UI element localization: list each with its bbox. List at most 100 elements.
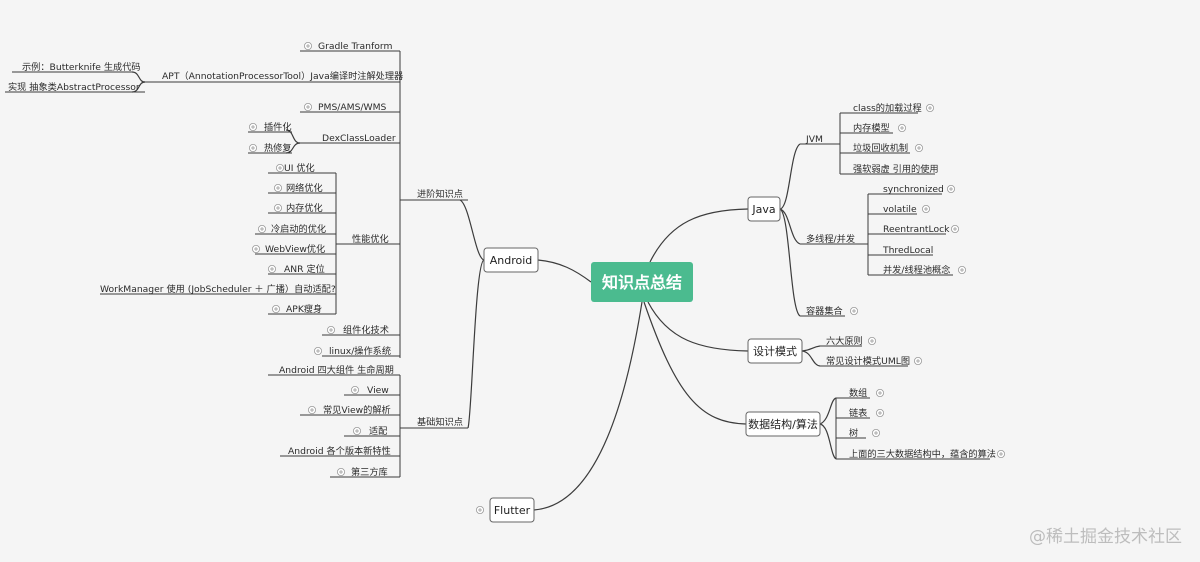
jvm-item[interactable]: 强软弱虚 引用的使用 (853, 163, 939, 175)
expand-icon[interactable] (352, 426, 361, 435)
gradle-transform[interactable]: Gradle Tranform (318, 41, 392, 52)
ds-item[interactable]: 树 (849, 427, 858, 439)
expand-icon[interactable] (251, 244, 260, 253)
expand-icon[interactable] (898, 124, 907, 133)
apt-example[interactable]: 示例：Butterknife 生成代码 (22, 61, 141, 73)
expand-icon[interactable] (958, 265, 967, 274)
ds-item[interactable]: 上面的三大数据结构中，蕴含的算法 (849, 448, 996, 460)
performance-label[interactable]: 性能优化 (352, 233, 389, 245)
concurrency-item[interactable]: 并发/线程池概念 (883, 264, 950, 276)
jvm-label[interactable]: JVM (805, 134, 823, 145)
expand-icon[interactable] (257, 224, 266, 233)
basic-item[interactable]: 第三方库 (351, 466, 388, 478)
dex-child[interactable]: 插件化 (264, 121, 292, 133)
curve-java (649, 208, 749, 263)
expand-icon[interactable] (475, 505, 484, 514)
performance-item[interactable]: ANR 定位 (284, 263, 325, 275)
expand-icon[interactable] (350, 385, 359, 394)
expand-icon[interactable] (915, 143, 924, 152)
curve-design (647, 301, 749, 352)
componentization[interactable]: 组件化技术 (343, 324, 389, 336)
expand-icon[interactable] (868, 336, 877, 345)
concurrency-item[interactable]: synchronized (883, 184, 944, 195)
expand-icon[interactable] (303, 103, 312, 112)
expand-icon[interactable] (273, 203, 282, 212)
curve-collections (779, 208, 801, 317)
expand-icon[interactable] (876, 408, 885, 417)
collections-label[interactable]: 容器集合 (806, 305, 843, 317)
performance-item[interactable]: 冷启动的优化 (271, 223, 326, 235)
jvm-item[interactable]: 垃圾回收机制 (853, 142, 908, 154)
curve-flutter (533, 301, 643, 511)
concurrency-label[interactable]: 多线程/并发 (806, 233, 855, 245)
dex-child[interactable]: 热修复 (264, 142, 292, 154)
android-node[interactable]: Android (483, 247, 539, 273)
apt-impl[interactable]: 实现 抽象类AbstractProcessor (8, 81, 140, 93)
concurrency-item[interactable]: volatile (883, 204, 917, 215)
ds-node[interactable]: 数据结构/算法 (745, 411, 821, 437)
java-node[interactable]: Java (747, 196, 781, 222)
concurrency-item[interactable]: ReentrantLock (883, 224, 950, 235)
performance-item[interactable]: WorkManager 使用 (JobScheduler ＋ 广播）自动适配? (100, 283, 336, 295)
basic-item[interactable]: Android 四大组件 生命周期 (279, 364, 394, 376)
performance-item[interactable]: 内存优化 (286, 202, 323, 214)
curve-jvm (779, 143, 801, 210)
expand-icon[interactable] (267, 264, 276, 273)
watermark: @稀土掘金技术社区 (1029, 527, 1182, 547)
flutter-node-label: Flutter (494, 504, 531, 517)
curve-design-child (801, 350, 821, 367)
concurrency-item[interactable]: ThredLocal (882, 245, 933, 256)
design-item[interactable]: 六大原则 (826, 335, 863, 347)
expand-icon[interactable] (876, 388, 885, 397)
curve-design-child (801, 345, 821, 352)
design-node[interactable]: 设计模式 (747, 338, 803, 364)
expand-icon[interactable] (303, 42, 312, 51)
expand-icon[interactable] (922, 204, 931, 213)
jvm-item[interactable]: class的加载过程 (853, 102, 922, 114)
expand-icon[interactable] (313, 346, 322, 355)
expand-icon[interactable] (307, 405, 316, 414)
expand-icon[interactable] (336, 467, 345, 476)
design-item[interactable]: 常见设计模式UML图 (826, 355, 910, 367)
expand-icon[interactable] (872, 428, 881, 437)
expand-icon[interactable] (248, 123, 257, 132)
expand-icon[interactable] (248, 143, 257, 152)
java-node-label: Java (751, 203, 775, 216)
ds-item[interactable]: 链表 (849, 407, 867, 419)
dexclassloader[interactable]: DexClassLoader (322, 133, 396, 144)
performance-item[interactable]: APK瘦身 (286, 303, 322, 315)
basic-item[interactable]: 常见View的解析 (323, 404, 391, 416)
jvm-item[interactable]: 内存模型 (853, 122, 890, 134)
expand-icon[interactable] (951, 224, 960, 233)
curve-android (537, 259, 592, 283)
curve-concurrency (779, 208, 801, 245)
expand-icon[interactable] (997, 449, 1006, 458)
basic-item[interactable]: Android 各个版本新特性 (288, 445, 391, 457)
performance-item[interactable]: 网络优化 (286, 182, 323, 194)
apt-connector (131, 71, 146, 83)
expand-icon[interactable] (273, 183, 282, 192)
curve-ds-child (819, 423, 837, 460)
curve-advanced (459, 199, 485, 261)
central-topic[interactable]: 知识点总结 (591, 262, 693, 302)
expand-icon[interactable] (326, 325, 335, 334)
basic-item[interactable]: 适配 (369, 426, 387, 437)
advanced-label[interactable]: 进阶知识点 (417, 188, 463, 200)
basic-label[interactable]: 基础知识点 (417, 416, 463, 428)
central-topic-label: 知识点总结 (602, 273, 682, 292)
ds-item[interactable]: 数组 (849, 387, 867, 399)
expand-icon[interactable] (947, 184, 956, 193)
basic-item[interactable]: View (367, 385, 389, 396)
expand-icon[interactable] (271, 304, 280, 313)
performance-item[interactable]: UI 优化 (284, 162, 315, 174)
expand-icon[interactable] (275, 163, 284, 172)
pms-ams-wms[interactable]: PMS/AMS/WMS (318, 102, 387, 113)
linux-os[interactable]: linux/操作系统 (329, 345, 391, 357)
performance-item[interactable]: WebView优化 (265, 243, 325, 255)
expand-icon[interactable] (926, 104, 935, 113)
apt-label[interactable]: APT（AnnotationProcessorTool）Java编译时注解处理器 (162, 70, 403, 82)
expand-icon[interactable] (914, 356, 923, 365)
flutter-node[interactable]: Flutter (489, 497, 535, 523)
expand-icon[interactable] (850, 306, 859, 315)
